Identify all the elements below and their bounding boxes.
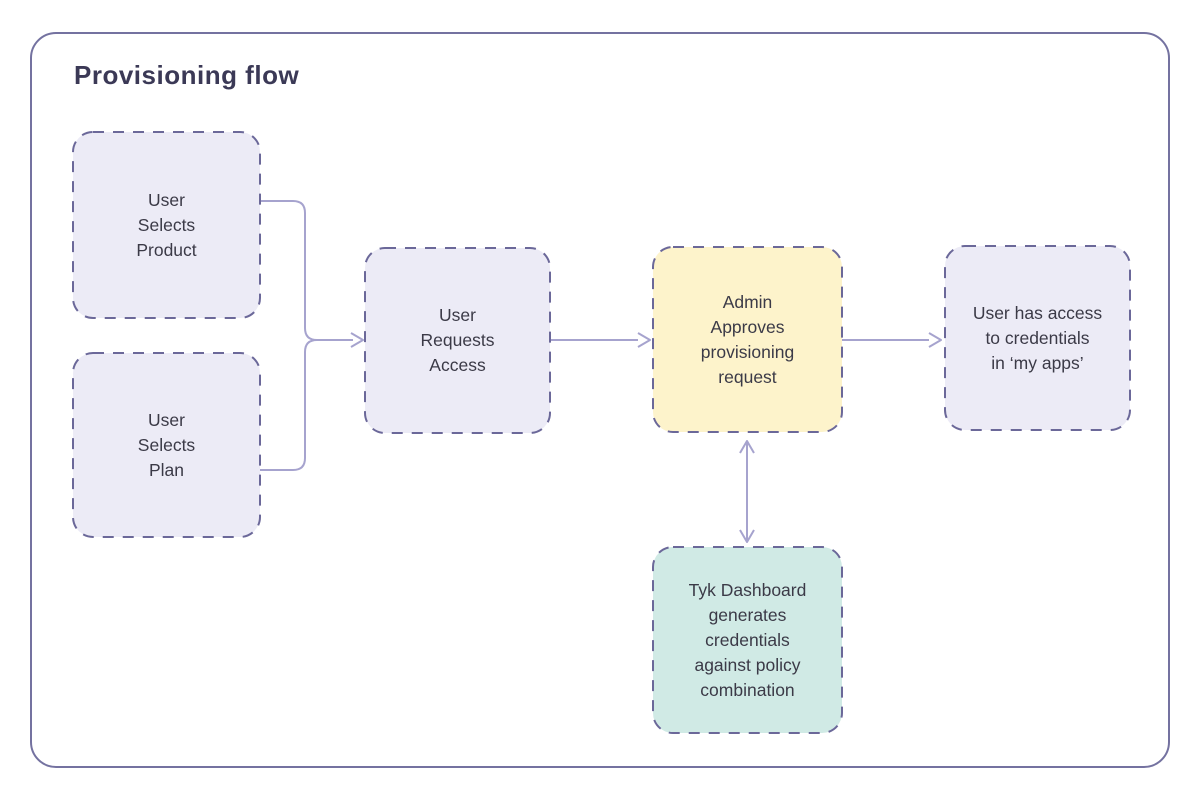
arrowhead-into-admin — [637, 332, 651, 348]
node-user-selects-product-shape — [72, 131, 261, 319]
diagram-title: Provisioning flow — [74, 60, 300, 90]
connector-group — [260, 200, 942, 543]
edge-plan-to-request — [260, 339, 353, 471]
arrowhead-up-into-admin — [739, 440, 755, 454]
edge-product-to-request — [260, 200, 353, 341]
node-user-has-access-shape — [944, 245, 1131, 431]
node-group — [72, 131, 1131, 734]
node-admin-approves-shape — [652, 246, 843, 433]
node-tyk-dashboard-shape — [652, 546, 843, 734]
node-user-selects-plan-shape — [72, 352, 261, 538]
arrowhead-into-request — [350, 332, 364, 348]
node-user-requests-access-shape — [364, 247, 551, 434]
arrowhead-into-access — [928, 332, 942, 348]
arrowhead-down-into-tyk — [739, 529, 755, 543]
